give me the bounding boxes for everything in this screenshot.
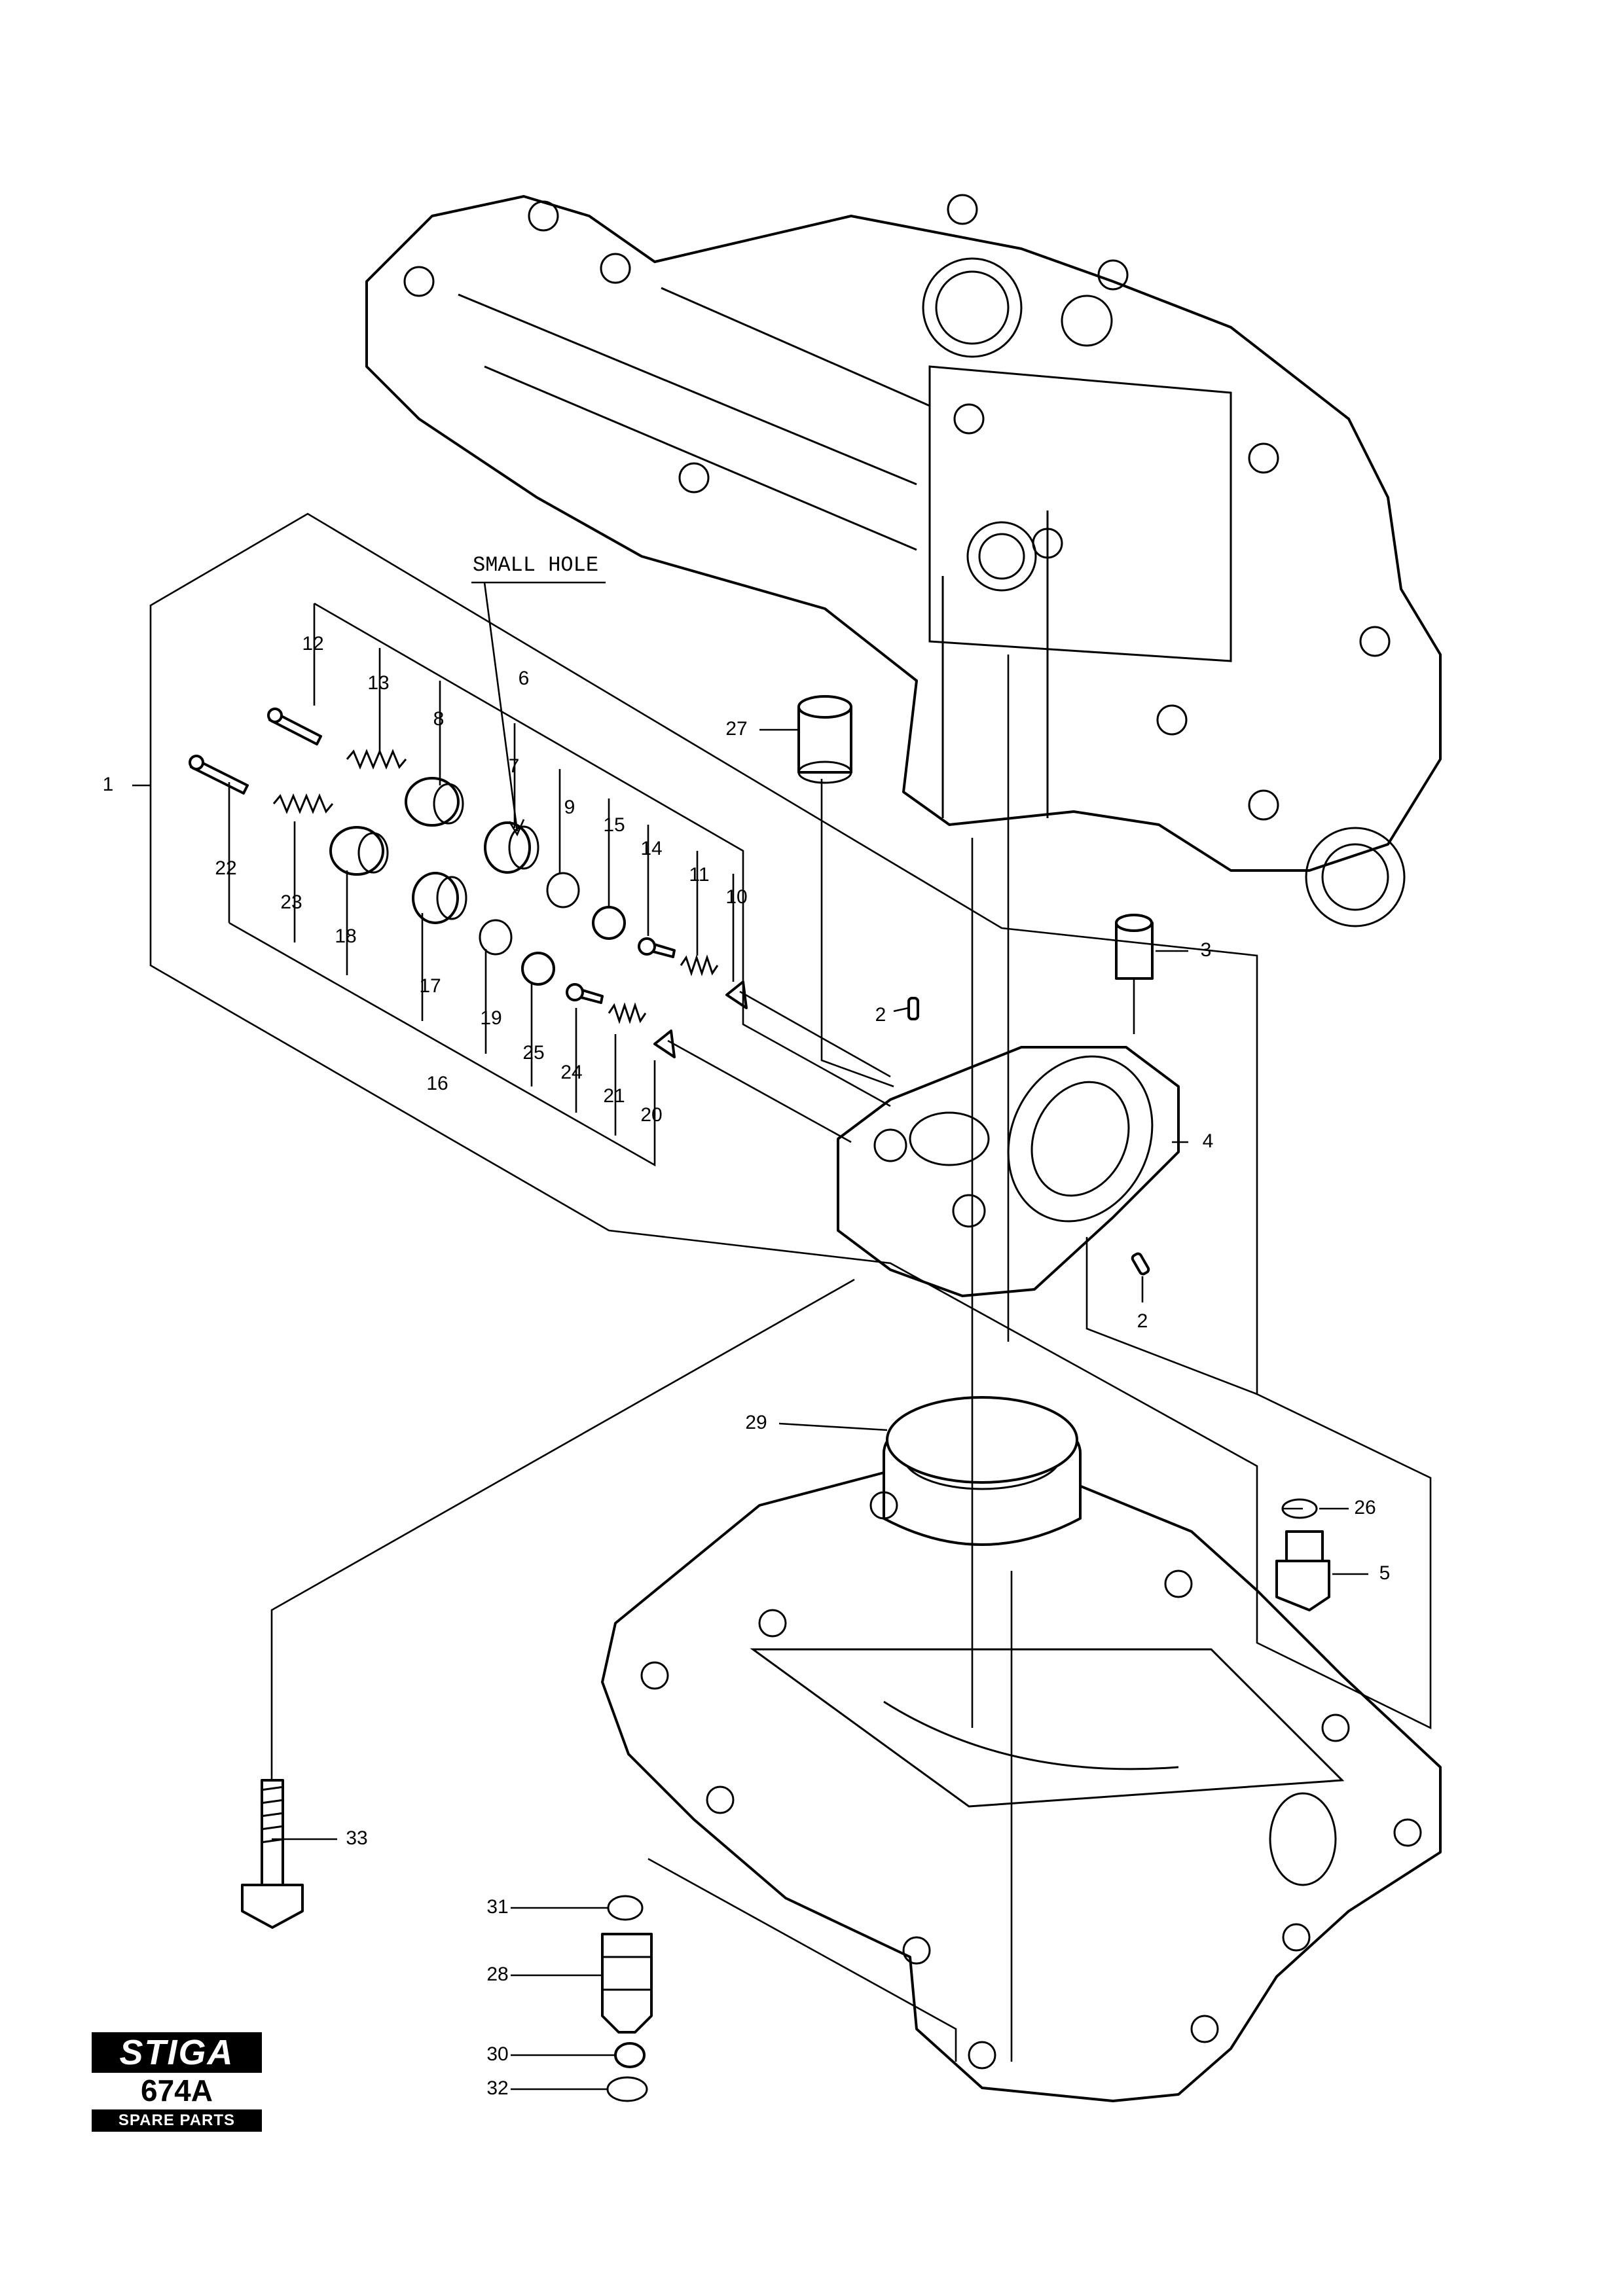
callout-24: 24 [560, 1062, 582, 1083]
callout-21: 21 [603, 1085, 625, 1107]
callout-33: 33 [346, 1827, 367, 1849]
callout-10: 10 [725, 886, 747, 908]
callout-13: 13 [367, 672, 389, 694]
callout-29: 29 [745, 1412, 767, 1433]
callout-1: 1 [103, 774, 114, 795]
callout-28: 28 [486, 1964, 508, 1985]
callout-32: 32 [486, 2077, 508, 2099]
callout-16: 16 [426, 1073, 448, 1094]
callout-3: 3 [1201, 939, 1212, 961]
callout-5: 5 [1379, 1562, 1391, 1584]
assembly-lines [132, 512, 1432, 2090]
callout-15: 15 [603, 814, 625, 836]
callout-4: 4 [1203, 1130, 1214, 1152]
callout-25: 25 [522, 1042, 544, 1064]
callout-labels: 1 2 2 3 4 5 6 7 8 9 10 11 12 13 14 15 16… [103, 553, 1391, 2099]
callout-27: 27 [725, 718, 747, 740]
callout-6: 6 [519, 668, 530, 689]
logo-code: 674A [141, 2073, 213, 2108]
callout-17: 17 [419, 975, 441, 997]
callout-8: 8 [433, 708, 445, 730]
callout-30: 30 [486, 2043, 508, 2065]
logo-subtitle: SPARE PARTS [92, 2109, 262, 2132]
callout-22: 22 [215, 857, 236, 879]
callout-9: 9 [564, 797, 575, 818]
callout-7: 7 [509, 755, 520, 777]
callout-14: 14 [640, 838, 662, 859]
lower-housing [601, 1406, 1442, 2102]
callout-18: 18 [335, 925, 356, 947]
callout-31: 31 [486, 1896, 508, 1918]
callout-23: 23 [280, 891, 302, 913]
callout-2b: 2 [1137, 1310, 1148, 1332]
logo-brand: STIGA [92, 2032, 262, 2073]
callout-12: 12 [302, 633, 323, 655]
small-hole-note: SMALL HOLE [473, 553, 598, 577]
stiga-logo: STIGA 674A SPARE PARTS [92, 2032, 262, 2132]
callout-19: 19 [480, 1007, 501, 1029]
valve-kit-parts [189, 695, 1330, 2102]
callout-2a: 2 [875, 1004, 886, 1026]
upper-housing [365, 194, 1442, 927]
callout-26: 26 [1354, 1497, 1376, 1518]
callout-11: 11 [689, 864, 709, 886]
callout-20: 20 [640, 1104, 662, 1126]
